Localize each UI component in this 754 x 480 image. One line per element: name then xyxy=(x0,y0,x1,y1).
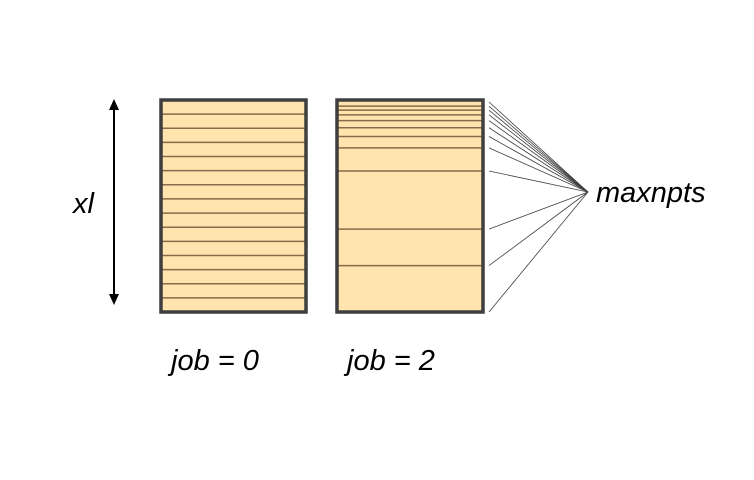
xl-label: xl xyxy=(73,188,94,220)
maxnpts-leader-line xyxy=(488,114,589,193)
maxnpts-leader-line xyxy=(488,127,589,193)
maxnpts-leader-line xyxy=(488,105,589,193)
xl-extent-arrow xyxy=(109,99,119,305)
maxnpts-leader-line xyxy=(488,101,589,193)
maxnpts-label: maxnpts xyxy=(596,177,706,209)
maxnpts-leader-line xyxy=(488,191,589,266)
job0-fill xyxy=(161,100,306,312)
job2-border xyxy=(335,98,485,314)
maxnpts-leader-line xyxy=(488,120,589,193)
xl-arrow-head-bottom xyxy=(109,294,119,305)
maxnpts-leader-line xyxy=(488,136,589,193)
maxnpts-leader-line xyxy=(488,147,589,193)
maxnpts-leader-line xyxy=(488,191,589,313)
job0-border xyxy=(159,98,308,314)
maxnpts-leader-line xyxy=(488,170,589,193)
job2-fill xyxy=(337,100,483,312)
maxnpts-leader-lines xyxy=(488,101,589,313)
xl-arrow-head-top xyxy=(109,99,119,110)
job2-grid-box xyxy=(335,98,485,314)
job2-label: job = 2 xyxy=(347,345,435,377)
job0-label: job = 0 xyxy=(171,345,259,377)
maxnpts-leader-line xyxy=(488,109,589,193)
job0-grid-box xyxy=(159,98,308,314)
maxnpts-leader-line xyxy=(488,191,589,230)
